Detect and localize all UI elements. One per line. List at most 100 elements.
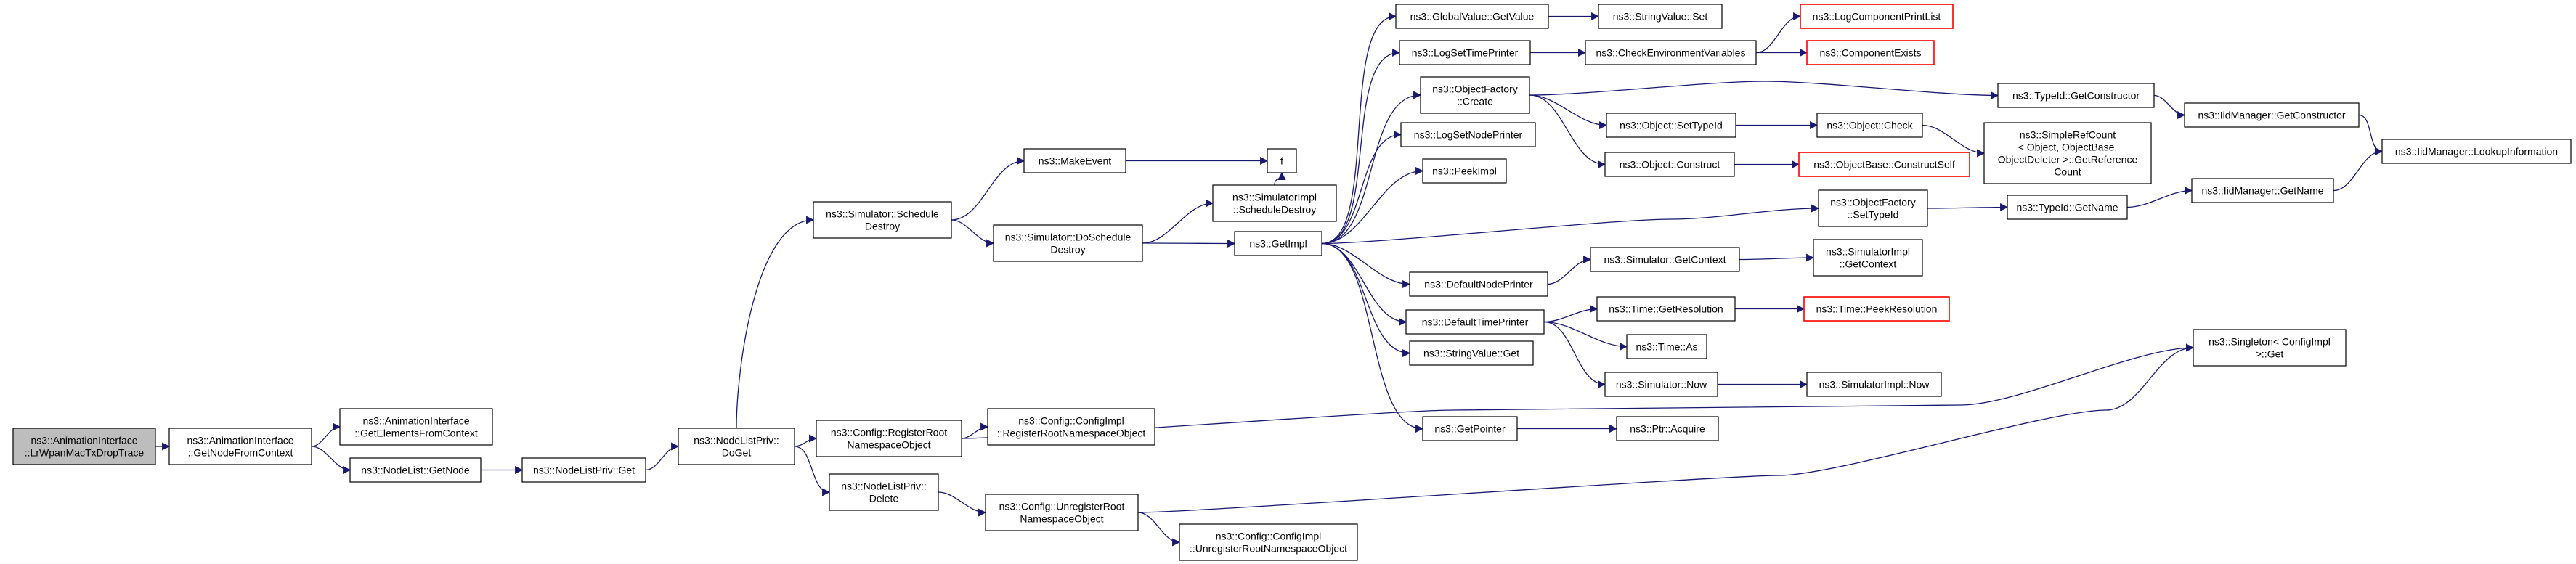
node-f[interactable]: f bbox=[1267, 148, 1297, 173]
node-iidManagerGetConstructor[interactable]: ns3::IidManager::GetConstructor bbox=[2184, 102, 2360, 128]
node-label: ns3::NodeListPriv::DoGet bbox=[694, 435, 779, 459]
node-getPointer[interactable]: ns3::GetPointer bbox=[1422, 416, 1518, 441]
node-label-line: ns3::LogSetTimePrinter bbox=[1412, 47, 1519, 59]
node-timeGetResolution[interactable]: ns3::Time::GetResolution bbox=[1596, 296, 1736, 322]
node-label-line: ns3::NodeList::GetNode bbox=[361, 465, 470, 476]
node-label-line: ns3::DefaultNodePrinter bbox=[1424, 279, 1533, 290]
node-box bbox=[1798, 152, 1970, 177]
node-label-line: ns3::AnimationInterface bbox=[362, 415, 469, 427]
node-box bbox=[1806, 372, 1942, 397]
node-logComponentPrintList[interactable]: ns3::LogComponentPrintList bbox=[1800, 4, 1954, 29]
node-nodeListPrivGet[interactable]: ns3::NodeListPriv::Get bbox=[521, 457, 646, 483]
edge-configRegisterRoot-to-singletonGet bbox=[961, 343, 2195, 439]
node-iidManagerGetName[interactable]: ns3::IidManager::GetName bbox=[2191, 178, 2334, 203]
node-getElementsFromContext[interactable]: ns3::AnimationInterface::GetElementsFrom… bbox=[339, 408, 493, 446]
node-timePeekResolution[interactable]: ns3::Time::PeekResolution bbox=[1803, 296, 1950, 322]
node-iidManagerLookupInformation[interactable]: ns3::IidManager::LookupInformation bbox=[2381, 139, 2572, 164]
node-label: ns3::NodeListPriv::Get bbox=[533, 465, 635, 476]
edge-simulatorDoScheduleDestroy-to-simulatorImplScheduleDestroy bbox=[1142, 199, 1214, 244]
node-objectFactorySetTypeId[interactable]: ns3::ObjectFactory::SetTypeId bbox=[1818, 189, 1928, 227]
node-getNodeFromContext[interactable]: ns3::AnimationInterface::GetNodeFromCont… bbox=[168, 428, 312, 465]
node-label-line: Delete bbox=[869, 493, 899, 504]
node-objectBaseConstructSelf[interactable]: ns3::ObjectBase::ConstructSelf bbox=[1798, 152, 1970, 177]
node-configImplRegisterRoot[interactable]: ns3::Config::ConfigImpl::RegisterRootNam… bbox=[987, 408, 1155, 446]
node-label-line: < Object, ObjectBase, bbox=[2018, 142, 2118, 153]
edge-simulatorImplScheduleDestroy-to-f bbox=[1274, 171, 1286, 186]
node-label-line: f bbox=[1280, 155, 1283, 167]
node-simulatorNow[interactable]: ns3::Simulator::Now bbox=[1604, 372, 1718, 397]
node-configImplUnregisterRoot[interactable]: ns3::Config::ConfigImpl::UnregisterRootN… bbox=[1179, 523, 1358, 561]
node-stringValueSet[interactable]: ns3::StringValue::Set bbox=[1598, 4, 1723, 29]
node-stringValueGet[interactable]: ns3::StringValue::Get bbox=[1409, 340, 1534, 366]
node-label-line: ns3::StringValue::Get bbox=[1423, 348, 1519, 359]
node-label: ns3::SimulatorImpl::ScheduleDestroy bbox=[1232, 192, 1317, 216]
node-getImpl[interactable]: ns3::GetImpl bbox=[1234, 231, 1322, 256]
node-nodeListPrivDoGet[interactable]: ns3::NodeListPriv::DoGet bbox=[678, 428, 795, 465]
node-peekImpl[interactable]: ns3::PeekImpl bbox=[1422, 158, 1507, 184]
node-label-line: ns3::CheckEnvironmentVariables bbox=[1596, 47, 1746, 59]
node-singletonGet[interactable]: ns3::Singleton< ConfigImpl>::Get bbox=[2193, 329, 2347, 367]
node-box bbox=[1234, 231, 1322, 256]
node-label-line: >::Get bbox=[2256, 348, 2284, 360]
node-label-line: ns3::GetPointer bbox=[1434, 423, 1506, 435]
node-label: ns3::GetImpl bbox=[1249, 238, 1307, 250]
node-componentExists[interactable]: ns3::ComponentExists bbox=[1806, 40, 1935, 65]
node-ptrAcquire[interactable]: ns3::Ptr::Acquire bbox=[1616, 416, 1719, 441]
node-box bbox=[1267, 148, 1297, 173]
edge-getImpl-to-getPointer bbox=[1321, 242, 1424, 433]
node-box bbox=[2007, 195, 2128, 220]
node-label: ns3::DefaultTimePrinter bbox=[1422, 316, 1529, 328]
node-simulatorGetContext[interactable]: ns3::Simulator::GetContext bbox=[1590, 247, 1740, 272]
edge-nodeListPrivDoGet-to-simulatorScheduleDestroy bbox=[736, 216, 815, 429]
node-objectSetTypeId[interactable]: ns3::Object::SetTypeId bbox=[1606, 113, 1736, 138]
node-box bbox=[1585, 40, 1757, 65]
node-box bbox=[1803, 296, 1950, 322]
node-root[interactable]: ns3::AnimationInterface::LrWpanMacTxDrop… bbox=[12, 428, 156, 465]
node-box bbox=[1420, 76, 1530, 114]
node-nodeListGetNode[interactable]: ns3::NodeList::GetNode bbox=[349, 457, 482, 483]
node-label: ns3::NodeList::GetNode bbox=[361, 465, 470, 476]
node-simpleRefCountGetReferenceCount[interactable]: ns3::SimpleRefCount< Object, ObjectBase,… bbox=[1983, 122, 2152, 184]
node-typeIdGetName[interactable]: ns3::TypeId::GetName bbox=[2007, 195, 2128, 220]
node-objectFactoryCreate[interactable]: ns3::ObjectFactory::Create bbox=[1420, 76, 1530, 114]
edge-objectFactoryCreate-to-objectConstruct bbox=[1529, 94, 1606, 169]
node-globalValueGetValue[interactable]: ns3::GlobalValue::GetValue bbox=[1395, 4, 1549, 29]
node-objectConstruct[interactable]: ns3::Object::Construct bbox=[1604, 152, 1735, 177]
edge-nodeListPrivDoGet-to-nodeListPrivDelete bbox=[794, 446, 831, 496]
node-label-line: ns3::TypeId::GetName bbox=[2016, 202, 2118, 213]
node-label: ns3::Config::ConfigImpl::UnregisterRootN… bbox=[1190, 531, 1347, 555]
node-box bbox=[1606, 113, 1736, 138]
edge-configUnregisterRoot-to-singletonGet bbox=[1137, 343, 2195, 513]
node-label: ns3::GetPointer bbox=[1434, 423, 1506, 435]
node-simulatorImplScheduleDestroy[interactable]: ns3::SimulatorImpl::ScheduleDestroy bbox=[1212, 184, 1337, 222]
node-label-line: ns3::GetImpl bbox=[1249, 238, 1307, 250]
node-defaultNodePrinter[interactable]: ns3::DefaultNodePrinter bbox=[1409, 271, 1548, 297]
node-box bbox=[2193, 329, 2347, 367]
node-logSetTimePrinter[interactable]: ns3::LogSetTimePrinter bbox=[1399, 40, 1531, 65]
node-defaultTimePrinter[interactable]: ns3::DefaultTimePrinter bbox=[1405, 309, 1545, 335]
node-logSetNodePrinter[interactable]: ns3::LogSetNodePrinter bbox=[1400, 122, 1536, 147]
node-checkEnvironmentVariables[interactable]: ns3::CheckEnvironmentVariables bbox=[1585, 40, 1757, 65]
node-label: ns3::PeekImpl bbox=[1432, 165, 1497, 177]
node-box bbox=[987, 408, 1155, 446]
node-box bbox=[12, 428, 156, 465]
node-box bbox=[349, 457, 482, 483]
node-label: ns3::LogComponentPrintList bbox=[1813, 11, 1941, 23]
node-objectCheck[interactable]: ns3::Object::Check bbox=[1816, 113, 1923, 138]
node-label-line: ::RegisterRootNamespaceObject bbox=[997, 428, 1146, 439]
node-simulatorImplGetContext[interactable]: ns3::SimulatorImpl::GetContext bbox=[1813, 239, 1923, 277]
node-nodeListPrivDelete[interactable]: ns3::NodeListPriv::Delete bbox=[829, 473, 939, 511]
node-box bbox=[1422, 158, 1507, 184]
node-makeEvent[interactable]: ns3::MakeEvent bbox=[1023, 148, 1126, 173]
node-timeAs[interactable]: ns3::Time::As bbox=[1626, 334, 1707, 359]
node-simulatorImplNow[interactable]: ns3::SimulatorImpl::Now bbox=[1806, 372, 1942, 397]
edge-getImpl-to-stringValueGet bbox=[1321, 242, 1411, 358]
node-label-line: ns3::LogComponentPrintList bbox=[1813, 11, 1941, 23]
node-typeIdGetConstructor[interactable]: ns3::TypeId::GetConstructor bbox=[1997, 83, 2155, 108]
node-box bbox=[1997, 83, 2155, 108]
